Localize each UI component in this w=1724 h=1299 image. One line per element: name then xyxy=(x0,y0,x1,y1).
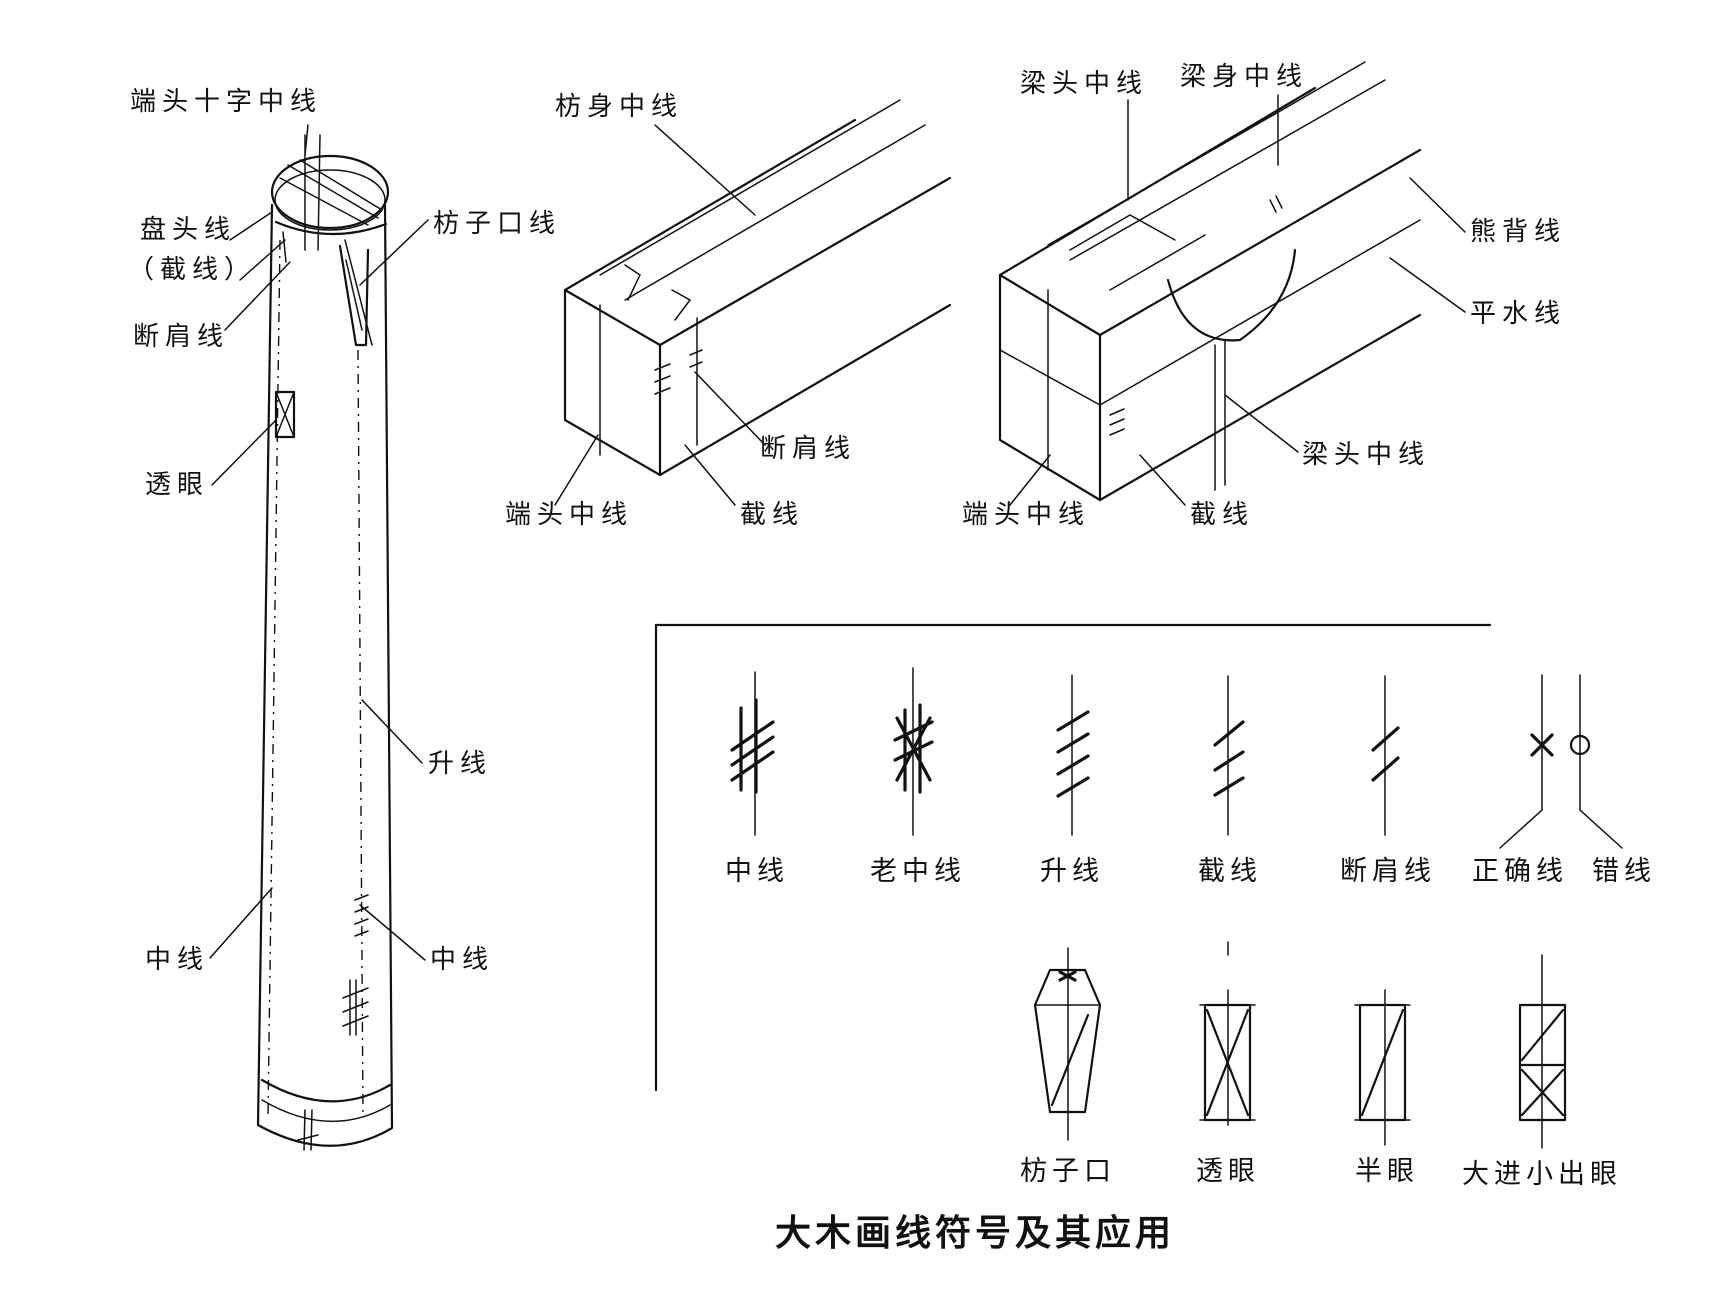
legend-labels-row2: 枋子口 透眼 半眼 大进小出眼 xyxy=(1020,1156,1622,1190)
label-tie-jie-line: 截线 xyxy=(740,500,804,530)
tie-beam-labels: 枋身中线 断肩线 端头中线 截线 xyxy=(505,92,856,530)
legend-label-duan-jian-line: 断肩线 xyxy=(1340,856,1436,887)
symbol-center-line xyxy=(730,671,775,836)
label-beam-head-center-line-top: 梁头中线 xyxy=(1020,69,1148,99)
label-fang-zi-kou-line: 枋子口线 xyxy=(433,209,561,239)
label-beam-body-center-line: 梁身中线 xyxy=(1180,62,1308,92)
column-drawing xyxy=(256,134,394,1151)
legend-label-wrong-line: 错线 xyxy=(1592,856,1656,887)
legend-label-da-jin-xiao-chu-yan: 大进小出眼 xyxy=(1462,1159,1622,1190)
legend-label-tou-yan: 透眼 xyxy=(1196,1156,1260,1187)
tie-beam-drawing xyxy=(563,99,952,477)
legend-label-jie-line: 截线 xyxy=(1198,856,1262,887)
legend-symbols-row2 xyxy=(1033,941,1567,1149)
legend-label-center-line: 中线 xyxy=(725,856,789,887)
main-beam-labels: 梁头中线 梁身中线 熊背线 平水线 梁头中线 端头中线 截线 xyxy=(962,62,1566,530)
label-center-line-left: 中线 xyxy=(145,945,209,975)
label-end-cross-line: 端头十字中线 xyxy=(130,87,322,117)
column-labels: 端头十字中线 盘头线 （截线） 断肩线 枋子口线 透眼 升线 中线 中线 xyxy=(128,87,561,975)
label-center-line-right: 中线 xyxy=(430,945,494,975)
symbol-tou-yan xyxy=(1199,941,1256,1126)
symbol-jie-line xyxy=(1213,675,1245,836)
label-tie-body-center-line: 枋身中线 xyxy=(555,92,683,122)
label-duan-jian-line: 断肩线 xyxy=(133,322,229,352)
label-tie-duan-jian-line: 断肩线 xyxy=(760,434,856,464)
label-beam-head-center-line-bottom: 梁头中线 xyxy=(1302,440,1430,470)
main-beam-drawing xyxy=(998,61,1422,502)
label-beam-jie-line: 截线 xyxy=(1190,500,1254,530)
legend-label-fang-zi-kou: 枋子口 xyxy=(1020,1156,1116,1187)
legend-label-ban-yan: 半眼 xyxy=(1355,1156,1419,1187)
legend-label-correct-line: 正确线 xyxy=(1472,856,1568,887)
legend-label-old-center-line: 老中线 xyxy=(870,856,966,887)
label-beam-end-center-line: 端头中线 xyxy=(962,500,1090,530)
legend-label-sheng-line: 升线 xyxy=(1040,856,1104,887)
label-sheng-line: 升线 xyxy=(428,749,492,779)
label-tou-yan: 透眼 xyxy=(145,470,209,500)
label-jie-line-paren: （截线） xyxy=(128,255,256,285)
legend-frame xyxy=(654,623,1492,1092)
legend-labels-row1: 中线 老中线 升线 截线 断肩线 正确线 错线 xyxy=(725,856,1656,887)
symbol-sheng-line xyxy=(1056,674,1090,836)
symbol-old-center-line xyxy=(893,667,934,836)
label-pan-tou-line: 盘头线 xyxy=(140,215,236,245)
symbol-ban-yan xyxy=(1354,989,1411,1146)
symbol-duan-jian-line xyxy=(1371,675,1400,836)
symbol-fang-zi-kou xyxy=(1033,947,1102,1141)
symbol-correct-wrong-line xyxy=(1499,674,1623,849)
figure-caption: 大木画线符号及其应用 xyxy=(775,1212,1175,1254)
label-tie-end-center-line: 端头中线 xyxy=(505,500,633,530)
label-level-line: 平水线 xyxy=(1470,299,1566,329)
symbol-da-jin-xiao-chu-yan xyxy=(1518,954,1567,1149)
label-bear-back-line: 熊背线 xyxy=(1470,217,1566,247)
legend-symbols-row1 xyxy=(730,667,1623,849)
